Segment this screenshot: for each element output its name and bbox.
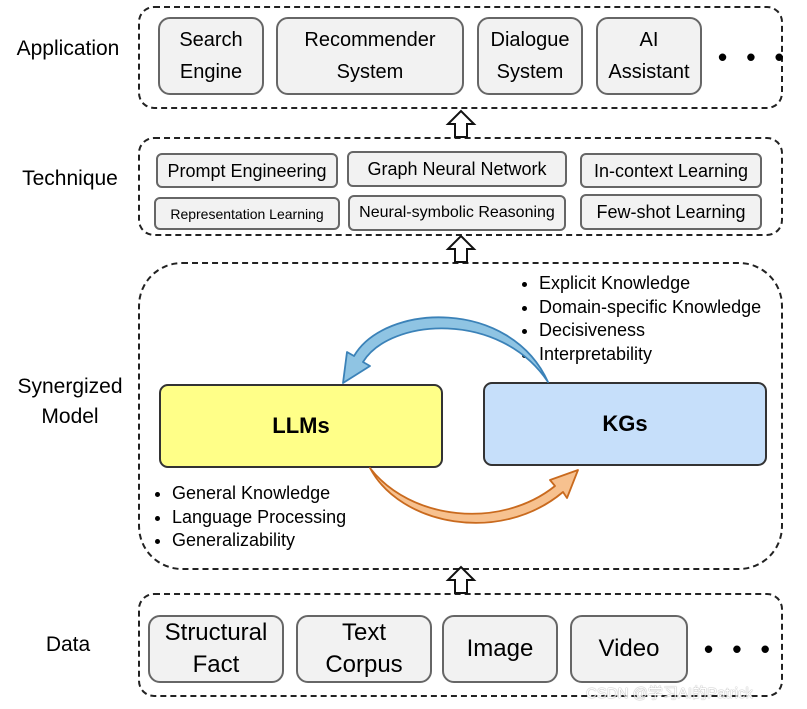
- technique-card-neural-symbolic-reasoning: Neural-symbolic Reasoning: [348, 195, 566, 231]
- llms-feature-list: General Knowledge Language Processing Ge…: [144, 482, 346, 553]
- kgs-feature: Domain-specific Knowledge: [539, 296, 761, 320]
- application-card-search-engine: Search Engine: [158, 17, 264, 95]
- data-ellipsis: • • •: [704, 634, 776, 664]
- technique-card-graph-neural-network: Graph Neural Network: [347, 151, 567, 187]
- watermark: CSDN @学习AI的Patrick: [586, 685, 753, 702]
- layer-label-application: Application: [16, 37, 120, 60]
- layer-label-data: Data: [45, 633, 91, 656]
- up-arrow-icon: [445, 109, 477, 138]
- kgs-feature: Interpretability: [539, 343, 761, 367]
- technique-card-few-shot-learning: Few-shot Learning: [580, 194, 762, 230]
- llms-box: LLMs: [159, 384, 443, 468]
- llms-feature: Language Processing: [172, 506, 346, 530]
- up-arrow-icon: [445, 234, 477, 263]
- kgs-feature-list: Explicit Knowledge Domain-specific Knowl…: [511, 272, 761, 366]
- application-ellipsis: • • •: [718, 42, 790, 72]
- up-arrow-icon: [445, 565, 477, 594]
- kgs-box: KGs: [483, 382, 767, 466]
- kg-to-llm-arrow-icon: [342, 316, 549, 384]
- data-card-text-corpus: Text Corpus: [296, 615, 432, 683]
- technique-card-prompt-engineering: Prompt Engineering: [156, 153, 338, 188]
- application-card-dialogue-system: Dialogue System: [477, 17, 583, 95]
- layer-label-model: Synergized Model: [17, 375, 123, 428]
- application-card-recommender-system: Recommender System: [276, 17, 464, 95]
- application-card-ai-assistant: AI Assistant: [596, 17, 702, 95]
- application-layer: [138, 6, 783, 109]
- llms-feature: Generalizability: [172, 529, 346, 553]
- technique-card-in-context-learning: In-context Learning: [580, 153, 762, 188]
- kgs-feature: Explicit Knowledge: [539, 272, 761, 296]
- kgs-feature: Decisiveness: [539, 319, 761, 343]
- data-card-image: Image: [442, 615, 558, 683]
- technique-card-representation-learning: Representation Learning: [154, 197, 340, 230]
- layer-label-technique: Technique: [22, 167, 118, 190]
- data-card-structural-fact: Structural Fact: [148, 615, 284, 683]
- llm-to-kg-arrow-icon: [369, 467, 579, 524]
- llms-feature: General Knowledge: [172, 482, 346, 506]
- data-card-video: Video: [570, 615, 688, 683]
